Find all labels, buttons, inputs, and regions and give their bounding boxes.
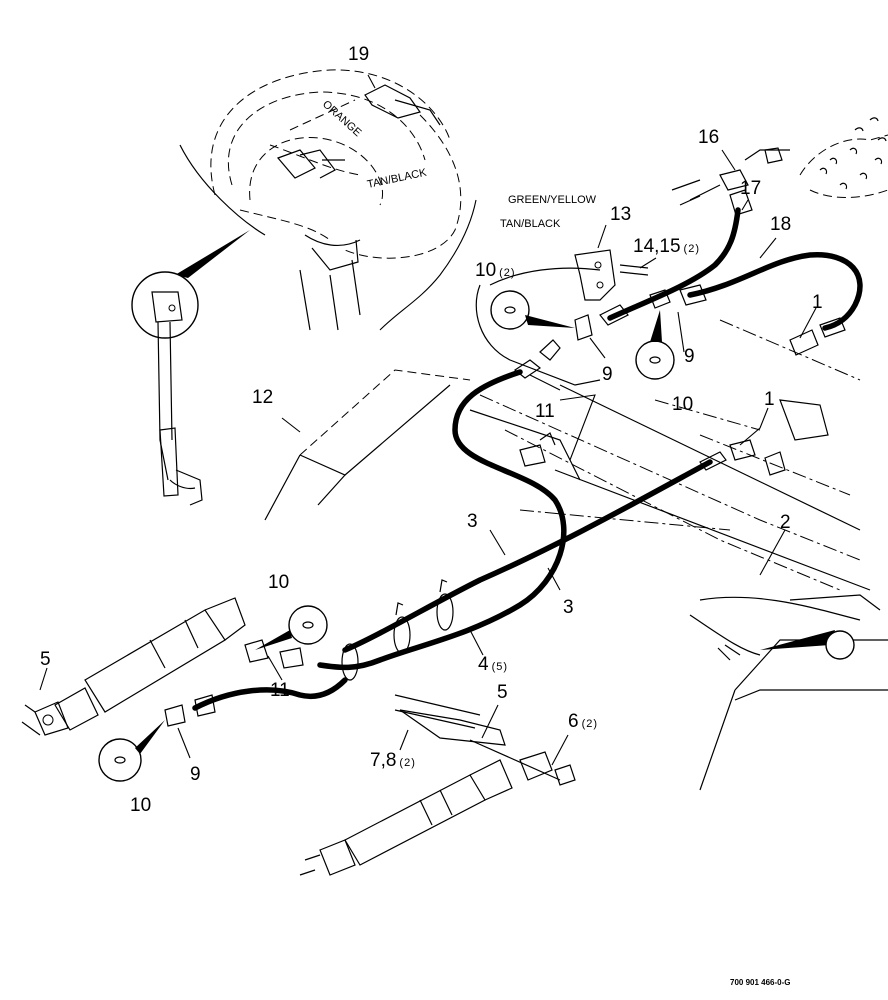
callout-c16: 16 [698, 127, 719, 148]
callout-number: 11 [535, 401, 555, 422]
fittings [164, 147, 846, 727]
callout-quantity: (2) [684, 243, 700, 255]
cylinder-lower [299, 694, 576, 876]
hose-18 [687, 252, 863, 331]
callout-number: 19 [348, 44, 369, 65]
callout-number: 14,15 [633, 236, 681, 257]
clevis-detail [689, 596, 861, 661]
callout-c9c: 9 [190, 764, 201, 785]
callout-c3b: 3 [563, 597, 574, 618]
callout-c1b: 1 [764, 389, 775, 410]
callout-c5a: 5 [40, 649, 51, 670]
callout-number: 5 [497, 682, 508, 703]
callout-c10c: 10 [268, 572, 289, 593]
callout-c9b: 9 [684, 346, 695, 367]
callout-c17: 17 [740, 178, 761, 199]
drawing-reference: 700 901 466-0-G [730, 978, 791, 987]
callout-number: 16 [698, 127, 719, 148]
callout-number: 17 [740, 178, 761, 199]
callout-number: 1 [812, 292, 823, 313]
callout-c78: 7,8(2) [370, 750, 416, 771]
washer-details [98, 290, 675, 782]
callout-c19: 19 [348, 44, 369, 65]
callout-c11b: 11 [270, 680, 290, 701]
callout-number: 13 [610, 204, 631, 225]
wire-label-green-yellow: GREEN/YELLOW [508, 194, 597, 206]
hose-3-lower [342, 459, 713, 653]
callout-quantity: (5) [492, 661, 508, 673]
callout-c9a: 9 [602, 364, 613, 385]
callout-number: 9 [190, 764, 201, 785]
harness-detail-view [131, 69, 477, 506]
detail-circle-1 [131, 271, 199, 339]
callout-c3a: 3 [467, 511, 478, 532]
hose-clamps [341, 579, 454, 681]
callout-number: 10 [475, 260, 496, 281]
callout-c18: 18 [770, 214, 791, 235]
wire-label-tan-black-2: TAN/BLACK [500, 218, 561, 230]
bracket-13 [574, 249, 649, 301]
callout-quantity: (2) [582, 718, 598, 730]
callout-number: 3 [563, 597, 574, 618]
callout-c12: 12 [252, 387, 273, 408]
leader-lines [39, 74, 817, 766]
callout-number: 7,8 [370, 750, 396, 771]
callout-c2: 2 [780, 512, 791, 533]
callout-c13: 13 [610, 204, 631, 225]
ground-texture [799, 117, 888, 198]
callout-c10d: 10 [130, 795, 151, 816]
callout-number: 3 [467, 511, 478, 532]
callout-number: 12 [252, 387, 273, 408]
hydraulic-hoses [192, 207, 863, 711]
callout-number: 4 [478, 654, 489, 675]
callout-number: 10 [268, 572, 289, 593]
wire-label-orange: ORANGE [320, 98, 363, 139]
hose-short-lower [192, 677, 348, 711]
wire-label-tan-black: TAN/BLACK [366, 167, 428, 191]
cylinder-left [21, 597, 246, 736]
machine-frame [264, 267, 888, 791]
callout-number: 5 [40, 649, 51, 670]
callout-number: 9 [602, 364, 613, 385]
callout-number: 6 [568, 711, 579, 732]
callout-number: 9 [684, 346, 695, 367]
callout-quantity: (2) [399, 757, 415, 769]
callout-c5b: 5 [497, 682, 508, 703]
callout-number: 18 [770, 214, 791, 235]
callout-c14: 14,15(2) [633, 236, 700, 257]
callout-number: 10 [672, 394, 693, 415]
callout-number: 11 [270, 680, 290, 701]
callout-c11a: 11 [535, 401, 555, 422]
callout-number: 10 [130, 795, 151, 816]
hose-17 [607, 207, 741, 321]
callout-c6: 6(2) [568, 711, 598, 732]
callout-quantity: (2) [499, 267, 515, 279]
callout-number: 1 [764, 389, 775, 410]
callout-c4: 4(5) [478, 654, 508, 675]
callout-number: 2 [780, 512, 791, 533]
callout-c10a: 10(2) [475, 260, 516, 281]
callout-c10b: 10 [672, 394, 693, 415]
callout-c1a: 1 [812, 292, 823, 313]
